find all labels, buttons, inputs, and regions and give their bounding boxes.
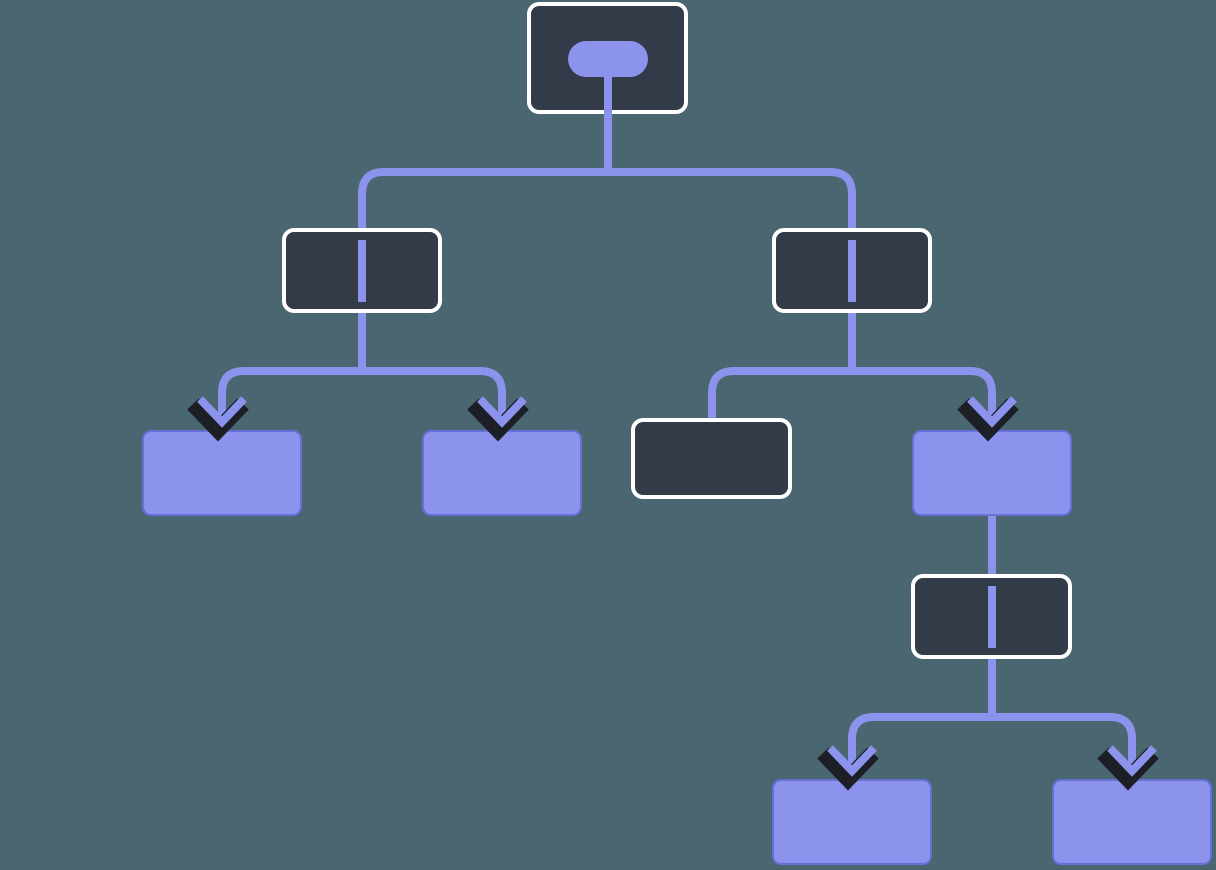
arrowhead-leaf-4-chevron	[827, 745, 877, 777]
leaf-node-4[interactable]	[772, 779, 932, 865]
arrowhead-leaf-2	[467, 396, 529, 442]
leaf-node-3[interactable]	[912, 430, 1072, 516]
leaf-node-1[interactable]	[142, 430, 302, 516]
branch-node-lower-through-connector	[988, 586, 996, 648]
leaf-node-2[interactable]	[422, 430, 582, 516]
terminal-node-dark[interactable]	[631, 418, 792, 499]
arrowhead-leaf-3	[957, 396, 1019, 442]
edge-branch-lower-to-leaf-4	[848, 659, 996, 781]
edge-branch-left-to-leaf-1	[218, 313, 366, 432]
edge-root-to-branch-right	[604, 114, 856, 228]
edge-branch-right-to-terminal	[708, 313, 856, 418]
leaf-node-5[interactable]	[1052, 779, 1212, 865]
branch-node-right-through-connector	[848, 240, 856, 302]
arrowhead-leaf-5-chevron	[1107, 745, 1157, 777]
arrowhead-leaf-5	[1097, 745, 1159, 791]
edge-branch-lower-to-leaf-5	[988, 659, 1136, 781]
arrowhead-leaf-2-chevron	[477, 396, 527, 428]
root-node-through-connector	[604, 58, 612, 116]
edge-branch-left-to-leaf-2	[358, 313, 506, 432]
edge-branch-right-to-leaf-3	[848, 313, 996, 432]
arrowhead-leaf-1	[187, 396, 249, 442]
arrowhead-leaf-4	[817, 745, 879, 791]
arrowhead-leaf-1-chevron	[197, 396, 247, 428]
branch-node-left-through-connector	[358, 240, 366, 302]
arrowhead-leaf-3-chevron	[967, 396, 1017, 428]
edge-root-to-branch-left	[358, 114, 612, 228]
